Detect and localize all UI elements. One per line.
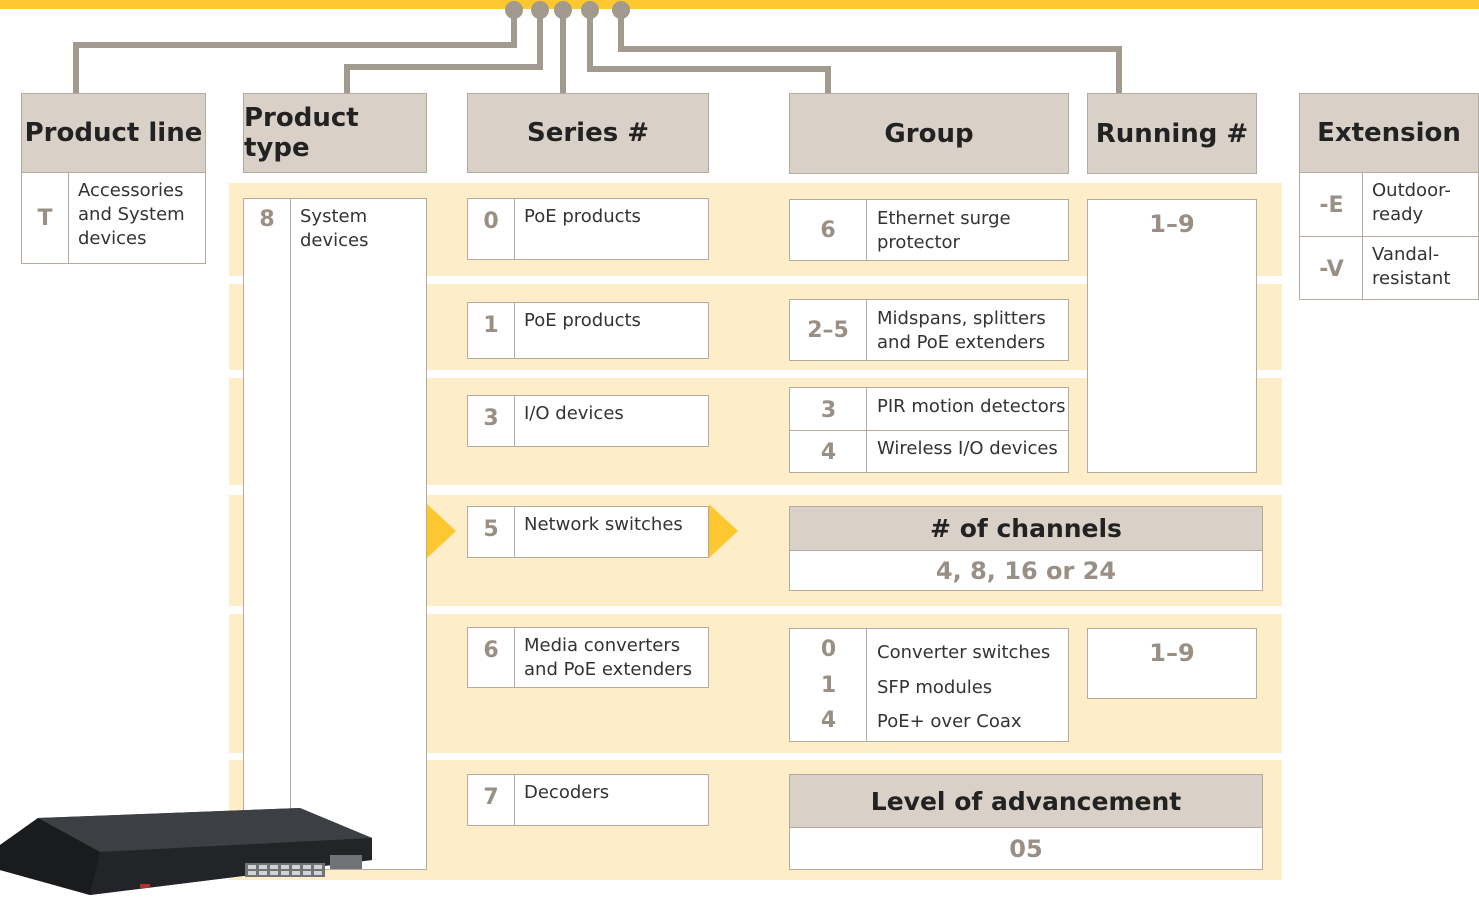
group-label: Wireless I/O devices: [877, 438, 1058, 459]
running-range-box: 1–9: [1087, 199, 1257, 473]
channels-box: # of channels 4, 8, 16 or 24: [789, 506, 1263, 591]
group-label: PoE+ over Coax: [877, 711, 1022, 732]
series-item: 5 Network switches: [467, 506, 709, 558]
extension-box: -E Outdoor-ready -V Vandal-resistant: [1299, 172, 1479, 300]
group-label: PIR motion detectors: [877, 396, 1066, 417]
group-label: SFP modules: [877, 677, 993, 698]
group-code: 3: [820, 398, 837, 423]
header-product-type: Product type: [243, 93, 427, 173]
series-item: 7 Decoders: [467, 774, 709, 826]
channels-title: # of channels: [790, 507, 1262, 551]
extension-code: -E: [1319, 193, 1344, 218]
advancement-box: Level of advancement 05: [789, 774, 1263, 870]
product-type-label: System devices: [300, 206, 369, 251]
group-list: 0 Converter switches 1 SFP modules 4 PoE…: [789, 628, 1069, 742]
series-item: 3 I/O devices: [467, 395, 709, 447]
extension-code: -V: [1319, 257, 1344, 282]
group-code: 4: [820, 440, 837, 465]
group-item: 6 Ethernet surge protector: [789, 199, 1069, 261]
top-accent-bar: [0, 0, 1479, 9]
advancement-value: 05: [1009, 835, 1043, 863]
header-group: Group: [789, 93, 1069, 174]
header-product-line: Product line: [21, 93, 206, 173]
group-item: 2–5 Midspans, splitters and PoE extender…: [789, 299, 1069, 361]
product-line-label: Accessories and System devices: [78, 180, 185, 249]
network-switch-image: [0, 790, 372, 897]
channels-value: 4, 8, 16 or 24: [935, 557, 1117, 585]
running-range-box: 1–9: [1087, 628, 1257, 699]
arrow-right-icon: [709, 504, 738, 558]
header-series: Series #: [467, 93, 709, 173]
product-type-box: 8 System devices: [243, 198, 427, 870]
extension-label: Vandal-resistant: [1372, 244, 1451, 289]
product-type-code: 8: [244, 199, 291, 869]
group-list: 3 PIR motion detectors 4 Wireless I/O de…: [789, 387, 1069, 473]
extension-label: Outdoor-ready: [1372, 180, 1451, 225]
series-item: 0 PoE products: [467, 198, 709, 260]
series-item: 6 Media converters and PoE extenders: [467, 627, 709, 688]
series-item: 1 PoE products: [467, 302, 709, 359]
header-extension: Extension: [1299, 93, 1479, 173]
group-label: Converter switches: [877, 642, 1051, 663]
header-running: Running #: [1087, 93, 1257, 174]
group-code: 0: [820, 637, 837, 662]
product-line-box: T Accessories and System devices: [21, 172, 206, 264]
group-code: 1: [820, 673, 837, 698]
product-line-code: T: [22, 173, 69, 263]
group-code: 4: [820, 708, 837, 733]
arrow-right-icon: [427, 504, 456, 558]
advancement-title: Level of advancement: [790, 775, 1262, 828]
